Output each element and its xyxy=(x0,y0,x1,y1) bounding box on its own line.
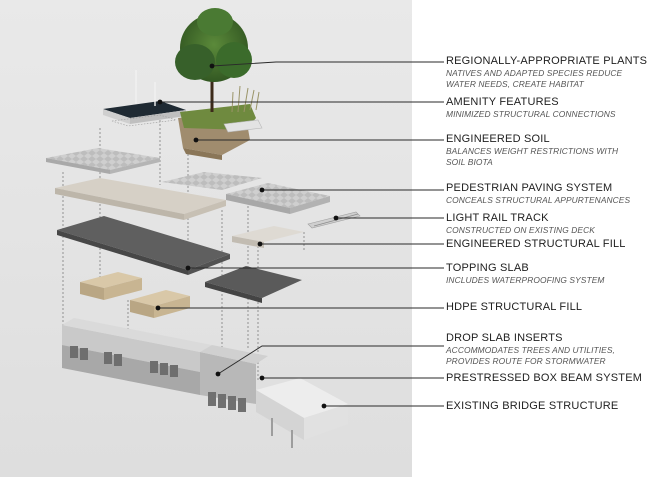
label-sub: ACCOMMODATES TREES AND UTILITIES, xyxy=(446,345,646,356)
label-engineered-structural-fill: ENGINEERED STRUCTURAL FILL xyxy=(446,238,646,251)
amenity-fountain xyxy=(103,70,186,126)
label-hdpe-structural-fill: HDPE STRUCTURAL FILL xyxy=(446,301,646,314)
label-sub: MINIMIZED STRUCTURAL CONNECTIONS xyxy=(446,109,646,120)
label-plants: REGIONALLY-APPROPRIATE PLANTS NATIVES AN… xyxy=(446,55,646,90)
label-amenity-features: AMENITY FEATURES MINIMIZED STRUCTURAL CO… xyxy=(446,96,646,120)
label-sub: WATER NEEDS, CREATE HABITAT xyxy=(446,79,646,90)
label-sub: INCLUDES WATERPROOFING SYSTEM xyxy=(446,275,646,286)
label-sub: CONCEALS STRUCTURAL APPURTENANCES xyxy=(446,195,646,206)
label-pedestrian-paving: PEDESTRIAN PAVING SYSTEM CONCEALS STRUCT… xyxy=(446,182,646,206)
planter-with-tree xyxy=(175,8,262,160)
existing-bridge-structure xyxy=(256,378,348,448)
label-light-rail-track: LIGHT RAIL TRACK CONSTRUCTED ON EXISTING… xyxy=(446,212,646,236)
label-title: HDPE STRUCTURAL FILL xyxy=(446,301,646,314)
label-title: AMENITY FEATURES xyxy=(446,96,646,109)
label-engineered-soil: ENGINEERED SOIL BALANCES WEIGHT RESTRICT… xyxy=(446,133,646,168)
label-drop-slab-inserts: DROP SLAB INSERTS ACCOMMODATES TREES AND… xyxy=(446,332,646,367)
label-topping-slab: TOPPING SLAB INCLUDES WATERPROOFING SYST… xyxy=(446,262,646,286)
box-beam-system xyxy=(62,318,268,412)
label-title: EXISTING BRIDGE STRUCTURE xyxy=(446,400,646,413)
label-title: DROP SLAB INSERTS xyxy=(446,332,646,345)
label-existing-bridge: EXISTING BRIDGE STRUCTURE xyxy=(446,400,646,413)
label-sub: BALANCES WEIGHT RESTRICTIONS WITH xyxy=(446,146,646,157)
label-sub: SOIL BIOTA xyxy=(446,157,646,168)
label-title: ENGINEERED SOIL xyxy=(446,133,646,146)
label-title: ENGINEERED STRUCTURAL FILL xyxy=(446,238,646,251)
label-title: REGIONALLY-APPROPRIATE PLANTS xyxy=(446,55,646,68)
hdpe-structural-fill-blocks xyxy=(80,272,190,318)
label-title: TOPPING SLAB xyxy=(446,262,646,275)
label-title: PRESTRESSED BOX BEAM SYSTEM xyxy=(446,372,646,385)
label-title: PEDESTRIAN PAVING SYSTEM xyxy=(446,182,646,195)
light-rail-track xyxy=(308,212,360,228)
label-sub: PROVIDES ROUTE FOR STORMWATER xyxy=(446,356,646,367)
label-box-beam-system: PRESTRESSED BOX BEAM SYSTEM xyxy=(446,372,646,385)
pedestrian-paving-left xyxy=(46,148,160,174)
label-sub: NATIVES AND ADAPTED SPECIES REDUCE xyxy=(446,68,646,79)
label-sub: CONSTRUCTED ON EXISTING DECK xyxy=(446,225,646,236)
label-title: LIGHT RAIL TRACK xyxy=(446,212,646,225)
